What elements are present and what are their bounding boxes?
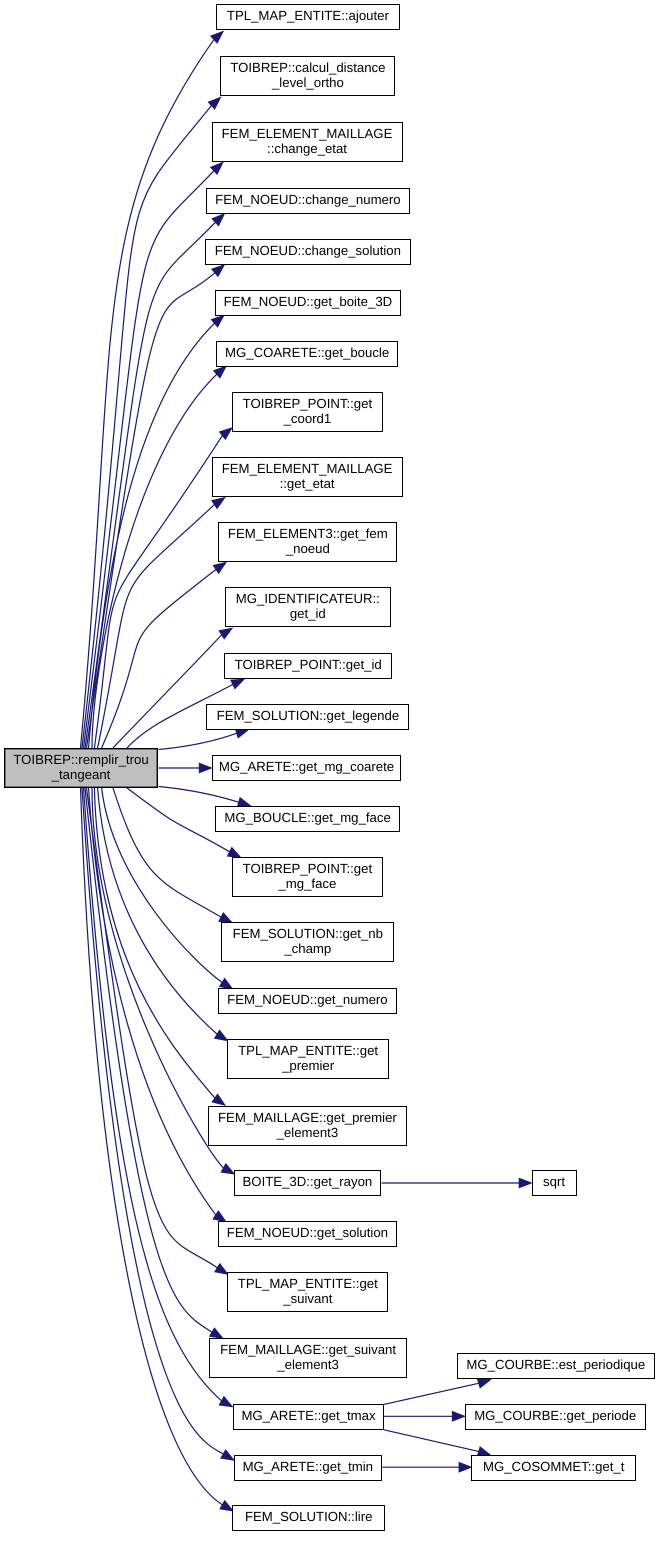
svg-text:MG_ARETE::get_mg_coarete: MG_ARETE::get_mg_coarete — [219, 759, 394, 774]
svg-text:_tangeant: _tangeant — [51, 767, 111, 782]
svg-text:sqrt: sqrt — [543, 1174, 565, 1189]
svg-text:_noeud: _noeud — [285, 541, 330, 556]
svg-text:BOITE_3D::get_rayon: BOITE_3D::get_rayon — [243, 1174, 373, 1189]
svg-text:TOIBREP::remplir_trou: TOIBREP::remplir_trou — [13, 752, 148, 767]
svg-text:MG_IDENTIFICATEUR::: MG_IDENTIFICATEUR:: — [236, 591, 380, 606]
svg-text:::change_etat: ::change_etat — [267, 141, 347, 156]
svg-text:FEM_SOLUTION::get_legende: FEM_SOLUTION::get_legende — [217, 708, 400, 723]
svg-text:FEM_NOEUD::change_solution: FEM_NOEUD::change_solution — [215, 243, 401, 258]
svg-text:::get_etat: ::get_etat — [280, 476, 335, 491]
svg-text:MG_ARETE::get_tmin: MG_ARETE::get_tmin — [243, 1459, 373, 1474]
svg-text:_element3: _element3 — [276, 1125, 339, 1140]
svg-text:FEM_NOEUD::get_numero: FEM_NOEUD::get_numero — [227, 992, 388, 1007]
svg-text:get_id: get_id — [290, 606, 326, 621]
svg-text:MG_COURBE::est_periodique: MG_COURBE::est_periodique — [466, 1357, 645, 1372]
svg-text:FEM_NOEUD::get_solution: FEM_NOEUD::get_solution — [227, 1225, 388, 1240]
svg-text:MG_COSOMMET::get_t: MG_COSOMMET::get_t — [483, 1459, 625, 1474]
svg-text:FEM_ELEMENT_MAILLAGE: FEM_ELEMENT_MAILLAGE — [222, 126, 393, 141]
svg-text:FEM_ELEMENT_MAILLAGE: FEM_ELEMENT_MAILLAGE — [222, 461, 393, 476]
svg-text:TOIBREP_POINT::get: TOIBREP_POINT::get — [243, 396, 373, 411]
svg-text:MG_BOUCLE::get_mg_face: MG_BOUCLE::get_mg_face — [224, 810, 390, 825]
svg-text:TPL_MAP_ENTITE::get: TPL_MAP_ENTITE::get — [238, 1276, 378, 1291]
svg-text:FEM_NOEUD::get_boite_3D: FEM_NOEUD::get_boite_3D — [224, 294, 393, 309]
svg-text:FEM_MAILLAGE::get_suivant: FEM_MAILLAGE::get_suivant — [220, 1342, 396, 1357]
svg-text:TPL_MAP_ENTITE::ajouter: TPL_MAP_ENTITE::ajouter — [227, 8, 390, 23]
svg-text:_premier: _premier — [281, 1058, 335, 1073]
svg-text:_coord1: _coord1 — [283, 411, 332, 426]
svg-text:TOIBREP_POINT::get: TOIBREP_POINT::get — [243, 861, 373, 876]
svg-text:MG_ARETE::get_tmax: MG_ARETE::get_tmax — [241, 1408, 376, 1423]
svg-text:_champ: _champ — [283, 941, 331, 956]
svg-text:MG_COARETE::get_boucle: MG_COARETE::get_boucle — [225, 345, 389, 360]
svg-text:FEM_ELEMENT3::get_fem: FEM_ELEMENT3::get_fem — [228, 526, 388, 541]
svg-text:FEM_SOLUTION::get_nb: FEM_SOLUTION::get_nb — [233, 926, 383, 941]
svg-text:_suivant: _suivant — [282, 1291, 332, 1306]
svg-text:TPL_MAP_ENTITE::get: TPL_MAP_ENTITE::get — [238, 1043, 378, 1058]
svg-text:FEM_MAILLAGE::get_premier: FEM_MAILLAGE::get_premier — [218, 1110, 397, 1125]
svg-text:FEM_NOEUD::change_numero: FEM_NOEUD::change_numero — [215, 192, 400, 207]
svg-text:TOIBREP_POINT::get_id: TOIBREP_POINT::get_id — [235, 657, 382, 672]
svg-text:TOIBREP::calcul_distance: TOIBREP::calcul_distance — [230, 60, 385, 75]
svg-text:_element3: _element3 — [276, 1357, 339, 1372]
svg-text:_mg_face: _mg_face — [277, 876, 336, 891]
svg-text:_level_ortho: _level_ortho — [271, 75, 344, 90]
svg-text:FEM_SOLUTION::lire: FEM_SOLUTION::lire — [245, 1509, 373, 1524]
svg-text:MG_COURBE::get_periode: MG_COURBE::get_periode — [474, 1408, 636, 1423]
